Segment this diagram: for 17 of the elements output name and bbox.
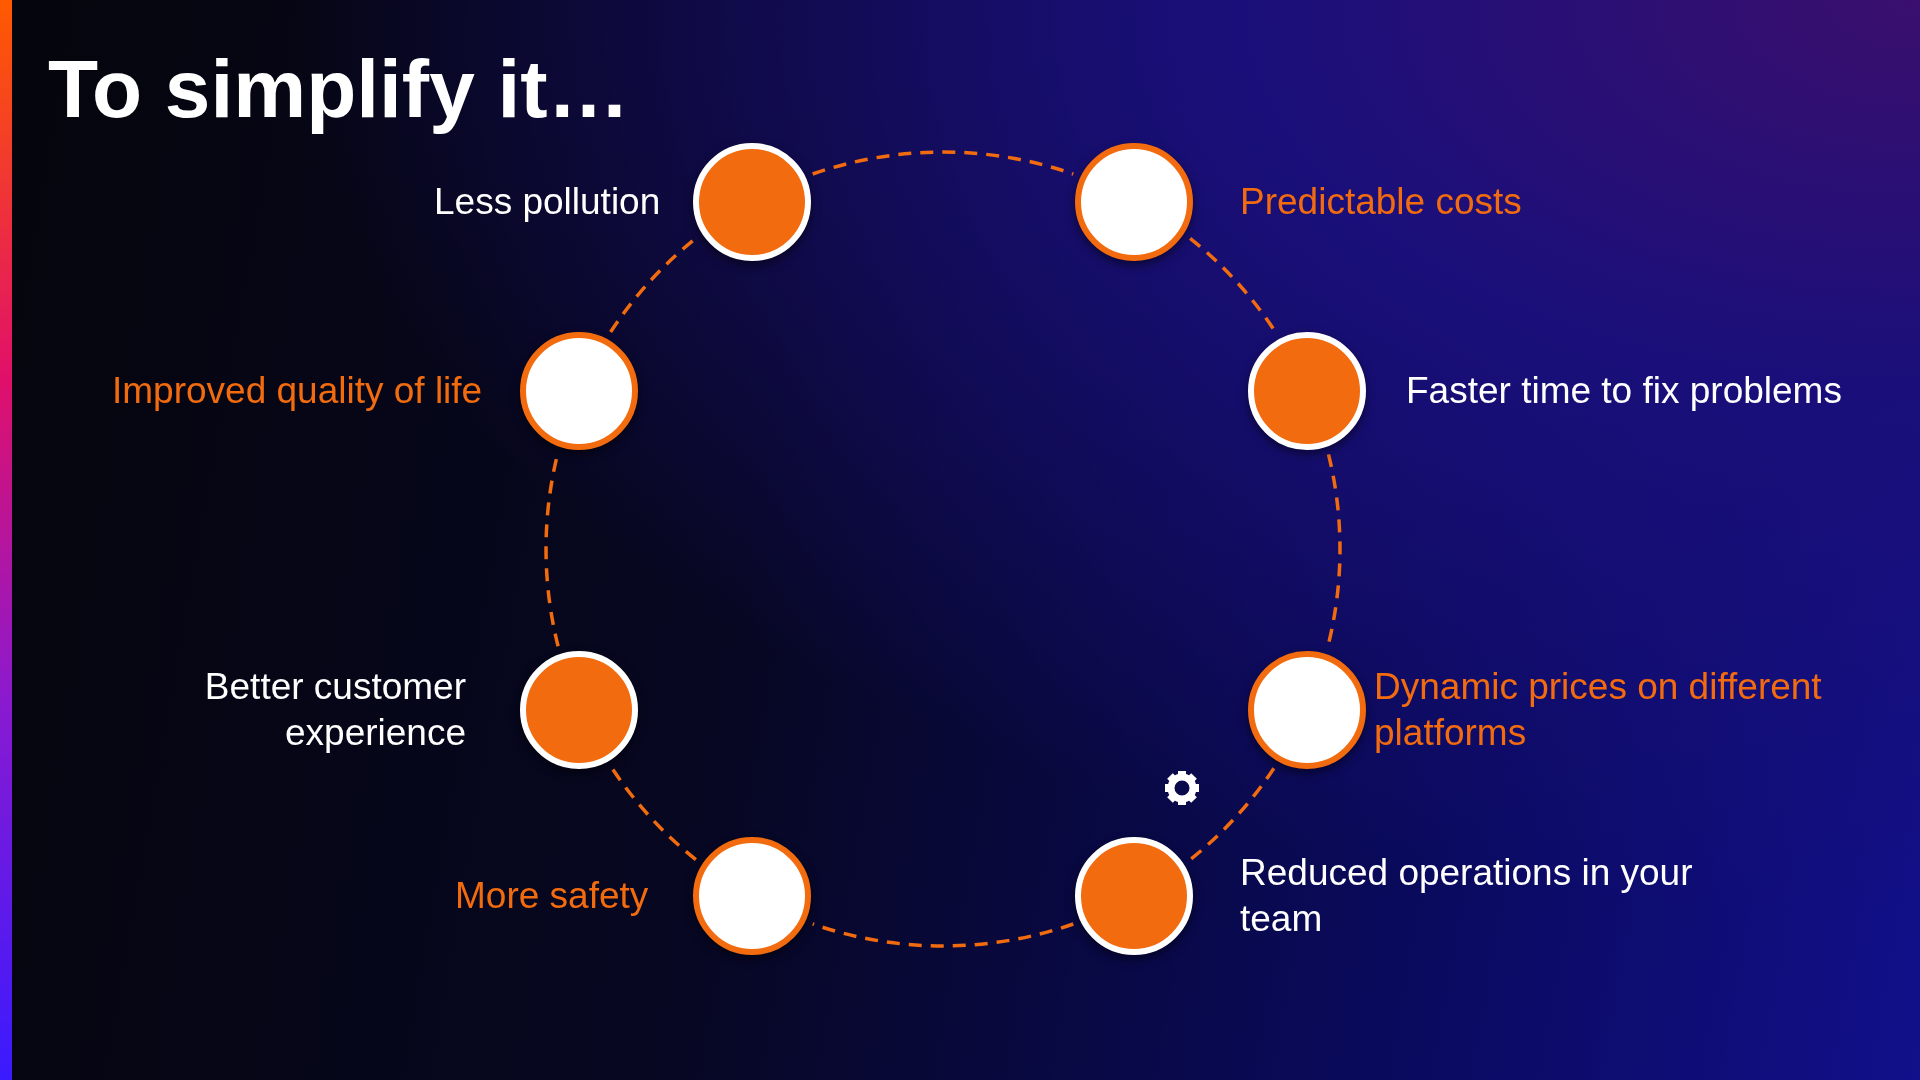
dashed-connector [1188, 767, 1276, 862]
dashed-connector [812, 922, 1074, 948]
node-caption: Improved quality of life [112, 369, 483, 413]
dashed-connector [812, 150, 1074, 176]
node-caption: Dynamic prices on different platforms [1374, 665, 1823, 755]
circle-node [1075, 143, 1193, 261]
node-caption: Faster time to fix problems [1406, 369, 1842, 413]
dashed-connector [610, 767, 698, 862]
circle-node [693, 143, 811, 261]
circle-node [1248, 651, 1366, 769]
node-caption: More safety [455, 874, 649, 918]
node-caption: Better customer experience [203, 665, 466, 755]
circle-node [1248, 332, 1366, 450]
node-caption: Less pollution [434, 180, 661, 224]
slide-title: To simplify it… [48, 42, 630, 136]
node-caption: Reduced operations in your team [1240, 851, 1694, 941]
node-caption: Predictable costs [1240, 180, 1522, 224]
